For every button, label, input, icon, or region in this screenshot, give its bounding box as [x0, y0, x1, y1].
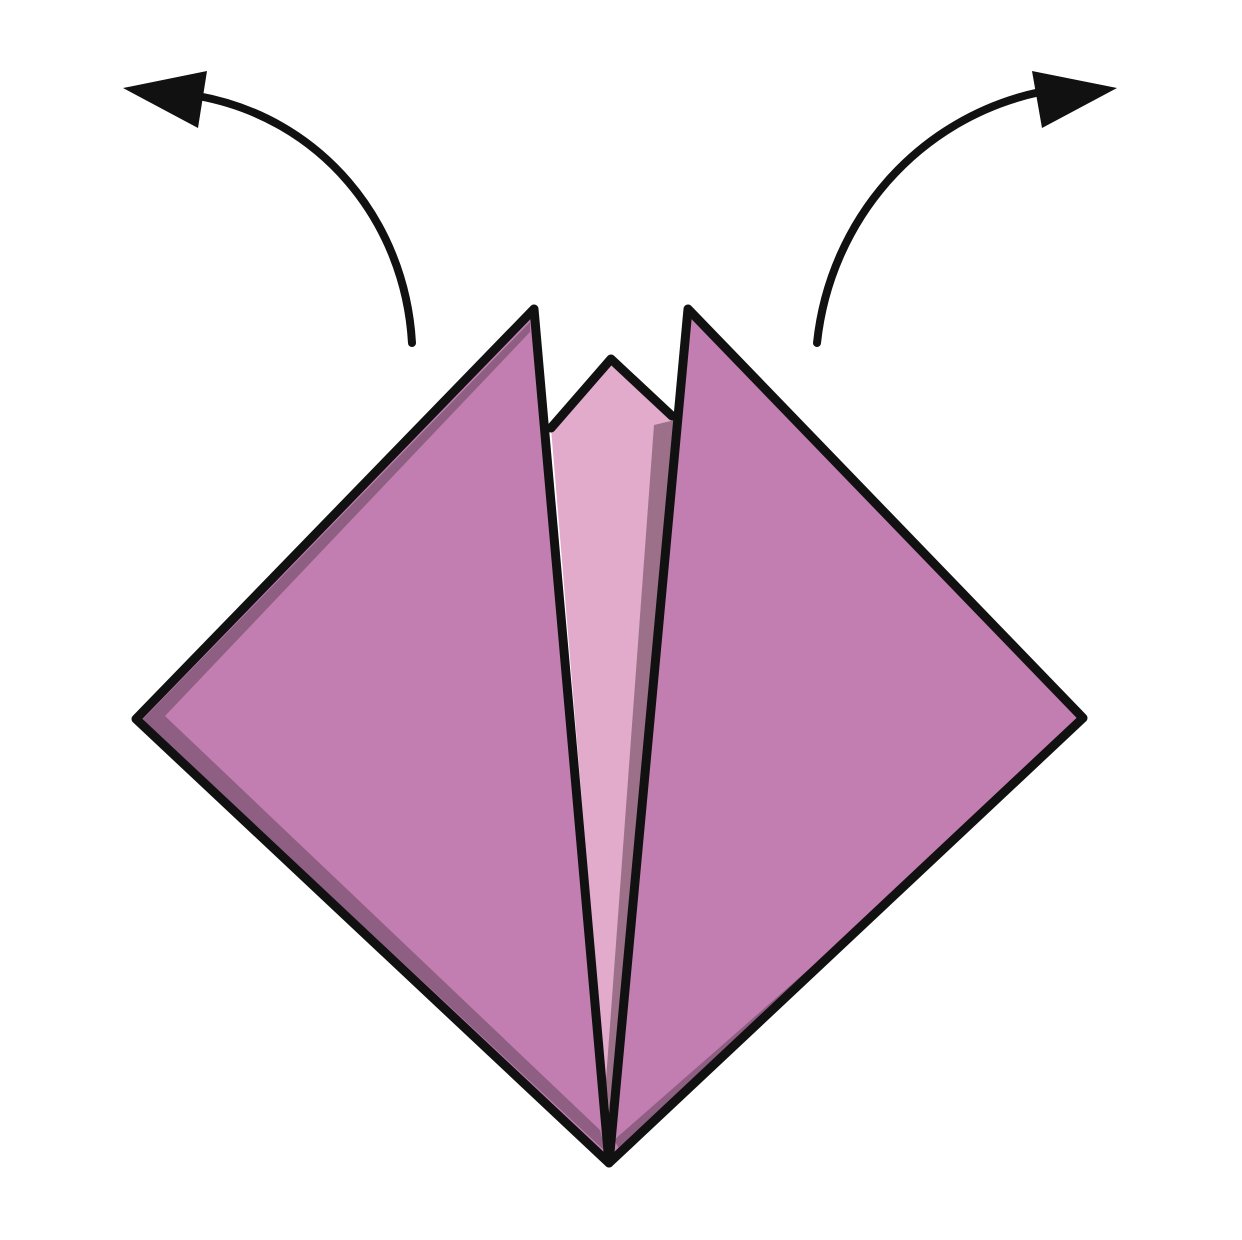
- left-flap-outline: [131, 304, 614, 1168]
- inner-point-outline: [546, 354, 677, 433]
- right-flap-face: [609, 309, 1083, 1163]
- inner-point-face: [551, 359, 675, 1140]
- left-fold-arrow: [123, 71, 416, 347]
- left-flap: [131, 304, 614, 1168]
- left-arrow-curve: [194, 92, 416, 347]
- right-flap-outline: [604, 304, 1088, 1168]
- right-fold-arrow: [813, 71, 1117, 347]
- right-arrow-head: [1032, 71, 1117, 128]
- right-flap: [604, 304, 1088, 1168]
- left-arrow-head: [123, 71, 207, 128]
- left-flap-face: [136, 309, 609, 1163]
- right-arrow-curve: [813, 88, 1044, 347]
- left-flap-shade: [142, 322, 606, 1152]
